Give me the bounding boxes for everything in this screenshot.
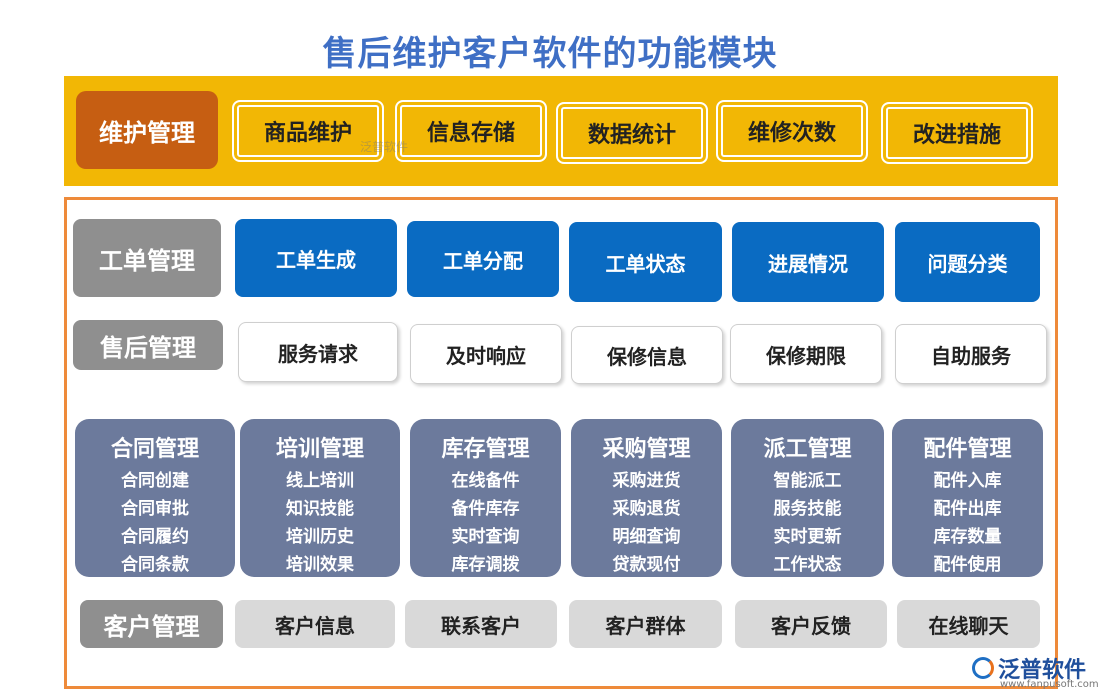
page-title: 售后维护客户软件的功能模块 [322, 34, 778, 74]
module-item: 工作状态 [773, 555, 842, 575]
maintenance-item: 改进措施 [881, 102, 1033, 164]
customer-item: 客户群体 [569, 600, 722, 648]
module-item: 在线备件 [451, 471, 520, 491]
module-card-inventory: 库存管理 在线备件 备件库存 实时查询 库存调拨 [410, 419, 561, 577]
module-item: 合同履约 [121, 527, 189, 547]
module-title: 配件管理 [923, 436, 1012, 462]
module-item: 智能派工 [773, 471, 842, 491]
module-card-parts: 配件管理 配件入库 配件出库 库存数量 配件使用 [892, 419, 1043, 577]
maintenance-item: 商品维护 [232, 100, 384, 162]
module-title: 采购管理 [602, 436, 691, 462]
customer-item: 联系客户 [405, 600, 557, 648]
module-title: 派工管理 [763, 436, 852, 462]
module-item: 采购退货 [612, 499, 681, 519]
maintenance-item: 数据统计 [556, 102, 708, 164]
module-item: 知识技能 [286, 499, 354, 519]
after-sales-item: 保修期限 [730, 324, 882, 384]
brand-logo: 泛普软件 [972, 652, 1086, 684]
work-order-item: 工单状态 [569, 222, 722, 302]
module-item: 合同审批 [121, 499, 189, 519]
maintenance-item: 维修次数 [716, 100, 868, 162]
work-order-item: 进展情况 [732, 222, 884, 302]
module-item: 合同条款 [121, 555, 189, 575]
module-title: 培训管理 [275, 436, 364, 462]
module-item: 库存数量 [933, 527, 1002, 547]
customer-item: 客户信息 [235, 600, 395, 648]
module-item: 线上培训 [286, 471, 354, 491]
module-item: 备件库存 [451, 499, 520, 519]
module-item: 库存调拨 [451, 555, 520, 575]
maintenance-band [64, 76, 1058, 186]
customer-label: 客户管理 [80, 600, 223, 648]
after-sales-item: 保修信息 [571, 326, 723, 384]
work-order-item: 问题分类 [895, 222, 1040, 302]
module-item: 培训历史 [286, 527, 354, 547]
work-order-item: 工单分配 [407, 221, 559, 297]
logo-name: 泛普软件 [998, 658, 1087, 683]
module-item: 服务技能 [773, 499, 842, 519]
module-title: 库存管理 [441, 436, 530, 462]
module-card-purchase: 采购管理 采购进货 采购退货 明细查询 贷款现付 [571, 419, 722, 577]
module-item: 合同创建 [121, 471, 189, 491]
after-sales-item: 自助服务 [895, 324, 1047, 384]
after-sales-item: 服务请求 [238, 322, 398, 382]
module-item: 配件使用 [933, 555, 1002, 575]
module-item: 培训效果 [286, 555, 354, 575]
logo-url: www.fanpusoft.com [1000, 679, 1099, 690]
module-item: 采购进货 [612, 471, 681, 491]
logo-icon [972, 657, 994, 679]
module-item: 实时查询 [451, 527, 520, 547]
module-item: 实时更新 [773, 527, 842, 547]
module-card-training: 培训管理 线上培训 知识技能 培训历史 培训效果 [240, 419, 400, 577]
after-sales-item: 及时响应 [410, 324, 562, 384]
maintenance-label: 维护管理 [76, 91, 218, 169]
watermark: 泛普软件 [360, 140, 409, 154]
work-order-label: 工单管理 [73, 219, 221, 297]
customer-item: 在线聊天 [897, 600, 1040, 648]
module-title: 合同管理 [110, 436, 199, 462]
maintenance-item: 信息存储 [395, 100, 547, 162]
module-item: 配件入库 [933, 471, 1002, 491]
modules-frame [64, 197, 1058, 689]
after-sales-label: 售后管理 [73, 320, 223, 370]
module-card-dispatch: 派工管理 智能派工 服务技能 实时更新 工作状态 [731, 419, 884, 577]
module-item: 明细查询 [612, 527, 681, 547]
module-item: 配件出库 [933, 499, 1002, 519]
customer-item: 客户反馈 [735, 600, 887, 648]
work-order-item: 工单生成 [235, 219, 397, 297]
module-item: 贷款现付 [612, 555, 681, 575]
module-card-contract: 合同管理 合同创建 合同审批 合同履约 合同条款 [75, 419, 235, 577]
